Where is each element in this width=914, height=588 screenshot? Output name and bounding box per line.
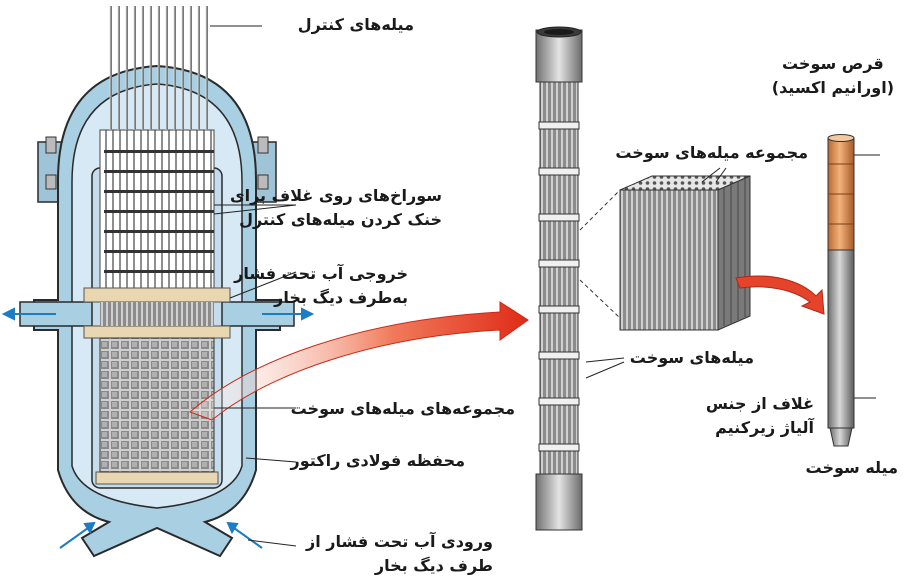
bolt-icon xyxy=(257,136,269,154)
column-body xyxy=(539,81,579,475)
cladding-tube xyxy=(827,249,855,429)
reactor-vessel xyxy=(1,6,315,558)
column-bottom-cap xyxy=(535,473,583,531)
water-flow-arrows xyxy=(1,307,315,549)
rod-transition xyxy=(100,302,214,326)
label-control-rods: میله‌های کنترل xyxy=(297,15,414,34)
cube-front xyxy=(619,189,719,331)
label-fuel-assembly: مجموعه میله‌های سوخت xyxy=(615,143,808,162)
control-rod-guides xyxy=(99,129,215,289)
fuel-assembly-column xyxy=(535,26,583,531)
label-fuel-rod: میله سوخت xyxy=(805,458,898,477)
label-fuel-pellet: قرص سوخت (اورانیم اکسید) xyxy=(771,54,894,97)
bolt-icon xyxy=(257,174,269,190)
bolt-icon xyxy=(45,174,57,190)
bolt-icon xyxy=(45,136,57,154)
bottom-plate xyxy=(95,471,219,485)
fuel-core-grid xyxy=(99,337,215,473)
cooling-holes xyxy=(104,150,214,273)
label-water-inlet: ورودی آب تحت فشار از طرف دیگ بخار xyxy=(306,532,493,575)
control-rods-highlight xyxy=(109,6,207,130)
zoom-arrow-icon xyxy=(189,301,529,421)
label-fuel-rods: میله‌های سوخت xyxy=(629,348,754,367)
single-fuel-rod xyxy=(827,134,855,447)
leader-lines xyxy=(210,25,880,547)
pointer-arrow-icon xyxy=(735,275,825,315)
cube-side xyxy=(717,175,751,331)
label-water-outlet: خروجی آب تحت فشار به‌طرف دیگ بخار xyxy=(234,264,408,307)
fuel-assembly-cube xyxy=(619,175,751,331)
column-top-cap xyxy=(535,29,583,83)
label-cladding: غلاف از جنس آلیاژ زیرکنیم xyxy=(705,394,814,437)
rod-end-plug xyxy=(829,427,853,447)
control-rods xyxy=(110,6,208,130)
callout-dashes xyxy=(579,189,621,319)
label-cooling-holes: سوراخ‌های روی غلاف برای خنک کردن میله‌ها… xyxy=(229,186,442,229)
label-fuel-assemblies: مجموعه‌های میله‌های سوخت xyxy=(290,399,515,418)
spacer-grids xyxy=(538,121,580,452)
label-steel-vessel: محفظه فولادی راکتور xyxy=(290,451,465,470)
upper-plate xyxy=(83,287,231,303)
lower-plate xyxy=(83,325,231,339)
